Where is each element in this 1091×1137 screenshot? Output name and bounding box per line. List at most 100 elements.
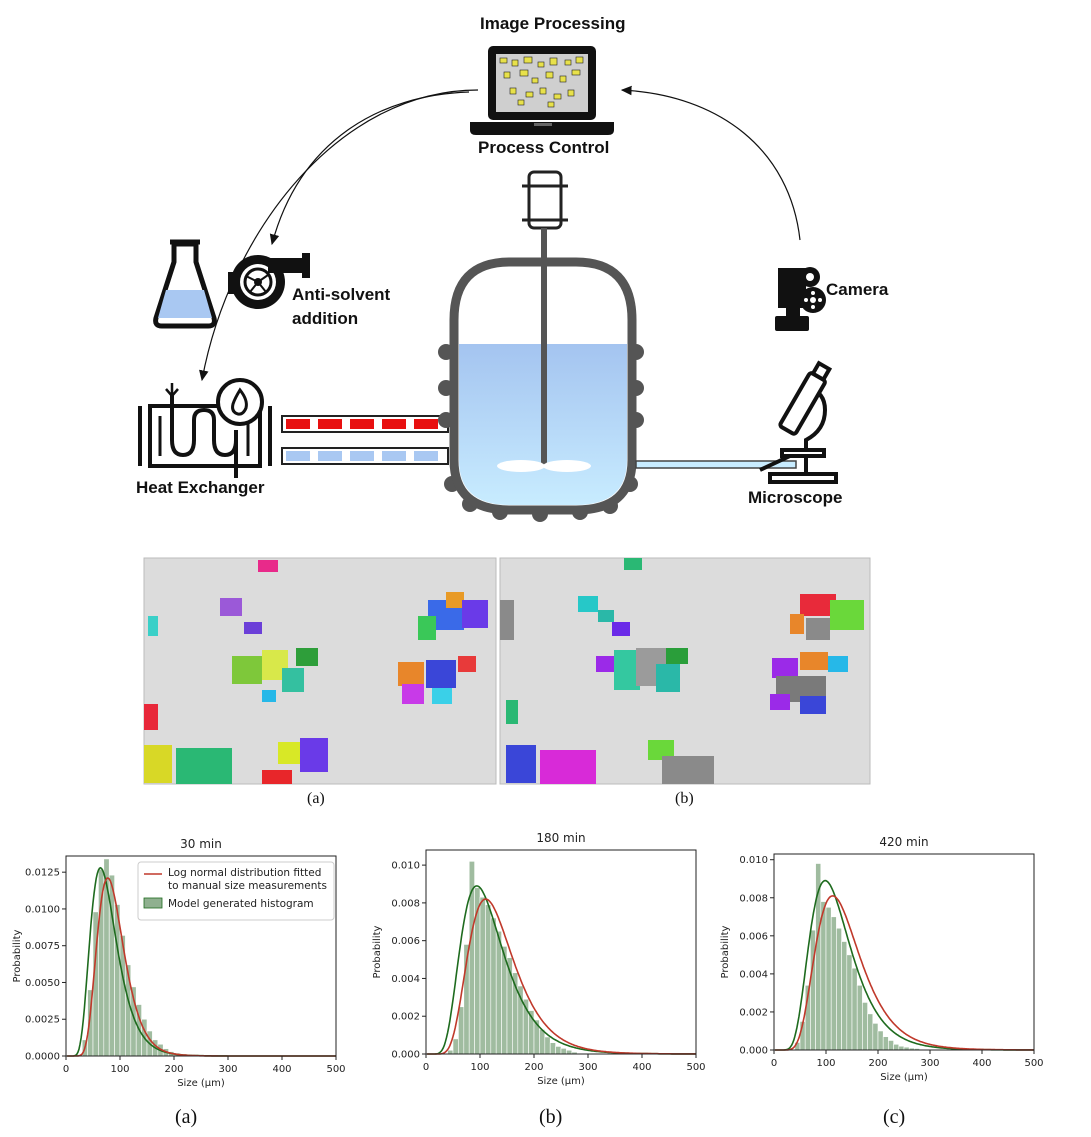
process-control-label: Process Control: [478, 138, 610, 157]
reactor-vessel: [438, 170, 644, 522]
histogram-bar: [125, 964, 132, 1057]
heat-exchanger-label: Heat Exchanger: [136, 478, 265, 497]
legend-label-histogram: Model generated histogram: [168, 898, 314, 910]
control-arrow-antisolvent: [269, 91, 470, 246]
hot-line: [281, 415, 449, 433]
x-axis-label: Size (μm): [537, 1076, 585, 1087]
y-tick-label: 0.0075: [25, 941, 60, 952]
microscope-label: Microscope: [748, 488, 843, 507]
histogram-bar: [549, 1042, 556, 1055]
y-tick-label: 0.0000: [25, 1052, 60, 1063]
flask-icon: [153, 239, 217, 329]
addition-label: addition: [292, 309, 359, 328]
histogram-bar: [867, 1013, 874, 1051]
x-tick-label: 100: [816, 1058, 835, 1069]
y-tick-label: 0.008: [391, 898, 420, 909]
microscope-icon: [759, 360, 838, 484]
anti-solvent-label: Anti-solvent: [292, 285, 391, 304]
x-tick-label: 100: [110, 1064, 129, 1075]
x-tick-label: 100: [470, 1062, 489, 1073]
chart-caption-c: (c): [883, 1106, 906, 1128]
y-axis-label: Probability: [12, 929, 23, 982]
histogram-bar: [830, 916, 837, 1051]
sample-line: [635, 460, 797, 469]
y-tick-label: 0.010: [739, 855, 768, 866]
x-tick-label: 200: [164, 1064, 183, 1075]
x-axis-label: Size (μm): [177, 1078, 225, 1089]
y-axis-label: Probability: [720, 925, 731, 978]
histogram-bar: [103, 858, 110, 1057]
y-tick-label: 0.0025: [25, 1015, 60, 1026]
x-tick-label: 200: [868, 1058, 887, 1069]
y-tick-label: 0.006: [739, 931, 768, 942]
y-tick-label: 0.002: [391, 1012, 420, 1023]
y-tick-label: 0.000: [391, 1050, 420, 1061]
image-processing-label: Image Processing: [480, 14, 626, 33]
cold-line: [281, 447, 449, 465]
x-tick-label: 0: [63, 1064, 69, 1075]
y-tick-label: 0.004: [739, 969, 768, 980]
x-tick-label: 0: [423, 1062, 429, 1073]
histogram-bar: [555, 1046, 562, 1055]
x-tick-label: 400: [272, 1064, 291, 1075]
histogram-bar: [820, 901, 827, 1051]
histogram-bar: [877, 1030, 884, 1051]
histogram-bar: [846, 954, 853, 1051]
histogram-bar: [893, 1043, 900, 1051]
x-tick-label: 300: [920, 1058, 939, 1069]
camera-label: Camera: [826, 280, 889, 299]
micrograph-b: [499, 557, 871, 785]
x-tick-label: 400: [972, 1058, 991, 1069]
x-tick-label: 500: [686, 1062, 705, 1073]
micrograph-caption-b: (b): [675, 790, 694, 807]
x-tick-label: 500: [1024, 1058, 1043, 1069]
histogram-bar: [898, 1045, 905, 1051]
histogram-bar: [836, 927, 842, 1051]
legend-label-lognormal-2: to manual size measurements: [168, 880, 327, 892]
micrograph-a: [143, 557, 497, 785]
y-tick-label: 0.010: [391, 861, 420, 872]
x-tick-label: 300: [578, 1062, 597, 1073]
histogram-bar: [495, 930, 502, 1055]
histogram-bar: [560, 1048, 567, 1055]
histogram-bar: [862, 1002, 868, 1051]
histogram-bar: [856, 985, 863, 1051]
legend-box: [137, 861, 335, 921]
y-tick-label: 0.0050: [25, 978, 60, 989]
y-tick-label: 0.008: [739, 893, 768, 904]
camera-arrow: [620, 85, 801, 241]
x-tick-label: 300: [218, 1064, 237, 1075]
histogram-bar: [566, 1049, 573, 1055]
y-tick-label: 0.004: [391, 974, 420, 985]
x-axis-label: Size (μm): [880, 1072, 928, 1083]
y-tick-label: 0.000: [739, 1046, 768, 1057]
plot-frame: [65, 855, 337, 1057]
chart-title: 180 min: [536, 831, 585, 845]
y-axis-label: Probability: [372, 925, 383, 978]
micrograph-caption-a: (a): [307, 790, 325, 807]
legend-label-lognormal: Log normal distribution fitted: [168, 867, 321, 879]
heat-exchanger-icon: [138, 378, 272, 478]
pump-icon: [228, 253, 310, 309]
histogram-bar: [872, 1023, 879, 1051]
x-tick-label: 400: [632, 1062, 651, 1073]
y-tick-label: 0.006: [391, 936, 420, 947]
histogram-bar: [882, 1036, 889, 1051]
histogram-bar: [851, 967, 858, 1051]
plot-frame: [773, 853, 1035, 1051]
histogram-bar: [447, 1049, 454, 1055]
histogram-bar: [114, 904, 121, 1057]
chart-title: 420 min: [879, 835, 928, 849]
chart-caption-b: (b): [539, 1106, 563, 1128]
histogram-bar: [825, 906, 832, 1051]
x-tick-label: 0: [771, 1058, 777, 1069]
histogram-bar: [458, 1006, 465, 1055]
histogram-bar: [841, 941, 848, 1051]
y-tick-label: 0.0125: [25, 868, 60, 879]
chart-caption-a: (a): [175, 1106, 198, 1128]
histogram-bar: [888, 1040, 894, 1051]
chart-title: 30 min: [180, 837, 222, 851]
